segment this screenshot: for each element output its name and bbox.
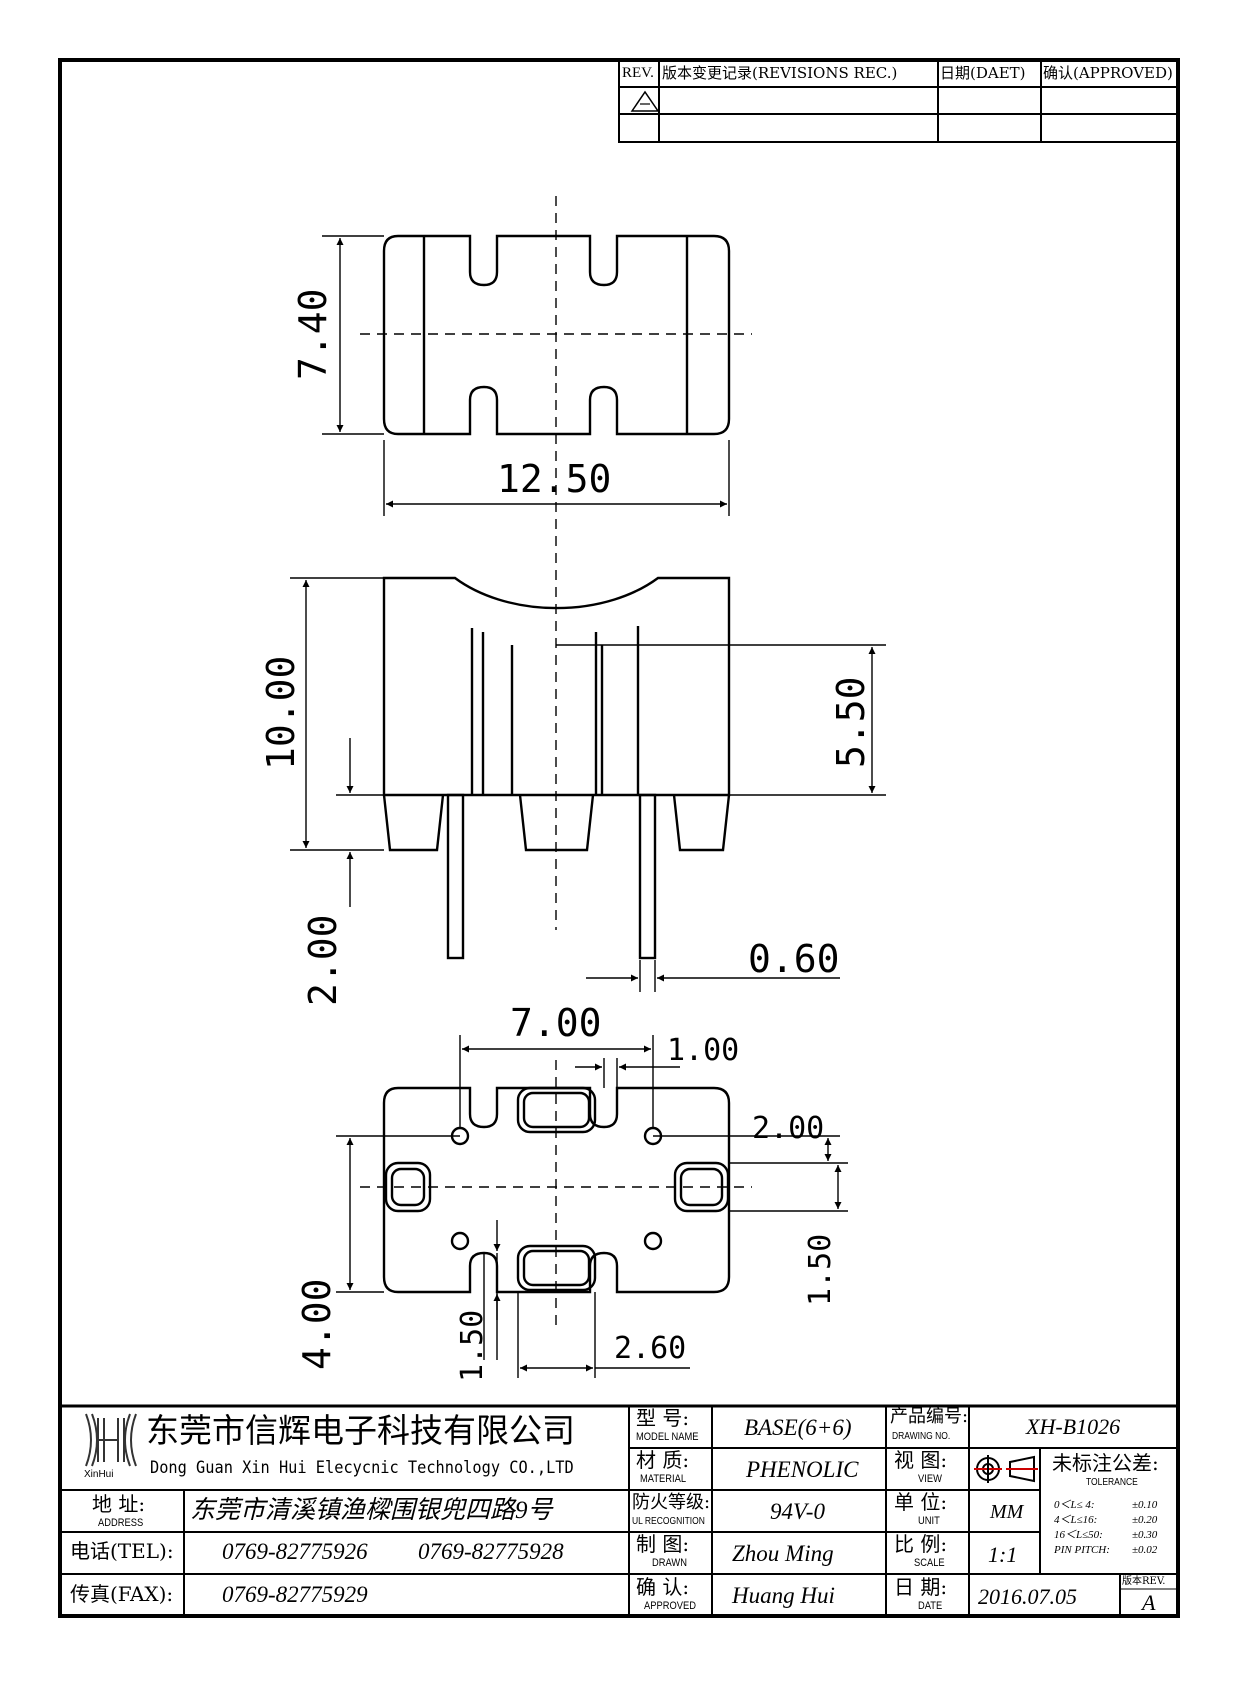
title-block bbox=[58, 1404, 1180, 1618]
material-label-en: MATERIAL bbox=[640, 1473, 687, 1485]
drawing-no-label: 产品编号: bbox=[890, 1406, 969, 1427]
tolerance-range: 0＜L≤ 4: bbox=[1054, 1499, 1095, 1511]
dim-bottom-hole: 1.00 bbox=[667, 1033, 740, 1068]
dim-pin-width: 0.60 bbox=[748, 937, 840, 981]
model-value: BASE(6+6) bbox=[744, 1415, 852, 1440]
view-label: 视 图: bbox=[894, 1448, 948, 1472]
scale-value: 1:1 bbox=[988, 1542, 1018, 1567]
scale-label: 比 例: bbox=[894, 1532, 948, 1556]
dim-side-height: 10.00 bbox=[259, 655, 303, 770]
address-value: 东莞市清溪镇渔樑围银兜四路9号 bbox=[190, 1497, 553, 1524]
address-label: 地 址: bbox=[92, 1492, 146, 1516]
drawing-no-label-en: DRAWING NO. bbox=[892, 1431, 951, 1442]
tolerance-title: 未标注公差: bbox=[1052, 1451, 1159, 1475]
top-view bbox=[382, 234, 731, 436]
tolerance-range: 4＜L≤16: bbox=[1054, 1514, 1098, 1526]
material-label: 材 质: bbox=[636, 1448, 690, 1472]
tolerance-value: ±0.20 bbox=[1132, 1514, 1158, 1526]
dim-bottom-right-pitch: 2.00 bbox=[752, 1111, 825, 1146]
projection-icon bbox=[974, 1455, 1038, 1483]
dim-pin-length: 2.00 bbox=[301, 914, 345, 1006]
dim-bottom-height: 4.00 bbox=[295, 1278, 339, 1370]
tel-value-1: 0769-82775926 bbox=[222, 1539, 368, 1564]
fire-label: 防火等级: bbox=[632, 1492, 711, 1513]
dim-bottom-left-slot: 1.50 bbox=[455, 1309, 490, 1382]
rev-header-records: 版本变更记录(REVISIONS REC.) bbox=[662, 64, 898, 82]
drawn-label: 制 图: bbox=[636, 1532, 690, 1556]
dim-top-width: 12.50 bbox=[497, 457, 612, 501]
rev-label: 版本REV. bbox=[1122, 1576, 1166, 1587]
tel-label: 电话(TEL): bbox=[70, 1539, 174, 1563]
rev-header-approved: 确认(APPROVED) bbox=[1043, 64, 1173, 82]
unit-label: 单 位: bbox=[894, 1490, 948, 1514]
company-name-cn: 东莞市信辉电子科技有限公司 bbox=[146, 1411, 575, 1450]
approved-label: 确 认: bbox=[636, 1575, 690, 1599]
rev-header-date: 日期(DAET) bbox=[940, 64, 1026, 82]
dim-bottom-pitch: 7.00 bbox=[510, 1001, 602, 1045]
side-view bbox=[382, 576, 731, 960]
tolerance-range: PIN PITCH: bbox=[1054, 1544, 1110, 1556]
model-label-en: MODEL NAME bbox=[636, 1431, 699, 1443]
fire-label-en: UL RECOGNITION bbox=[632, 1516, 705, 1527]
scale-label-en: SCALE bbox=[914, 1557, 945, 1569]
dim-top-height: 7.40 bbox=[291, 288, 335, 380]
address-label-en: ADDRESS bbox=[98, 1517, 144, 1529]
date-value: 2016.07.05 bbox=[978, 1584, 1077, 1609]
date-label-en: DATE bbox=[918, 1600, 943, 1612]
rev-value: A bbox=[1142, 1590, 1156, 1615]
approved-value: Huang Hui bbox=[732, 1583, 835, 1608]
tolerance-range: 16＜L≤50: bbox=[1054, 1529, 1103, 1541]
drawn-label-en: DRAWN bbox=[652, 1557, 687, 1569]
drawn-value: Zhou Ming bbox=[732, 1541, 834, 1566]
unit-value: MM bbox=[990, 1501, 1024, 1523]
tolerance-value: ±0.30 bbox=[1132, 1529, 1158, 1541]
tolerance-value: ±0.10 bbox=[1132, 1499, 1158, 1511]
dim-side-slot: 5.50 bbox=[829, 676, 873, 768]
dim-bottom-slot-width: 2.60 bbox=[614, 1331, 687, 1366]
rev-header-rev: REV. bbox=[622, 65, 654, 81]
tolerance-value: ±0.02 bbox=[1132, 1544, 1158, 1556]
company-logo bbox=[85, 1413, 137, 1467]
fax-value: 0769-82775929 bbox=[222, 1582, 368, 1607]
tolerance-title-en: TOLERANCE bbox=[1086, 1477, 1138, 1488]
sheet-border bbox=[58, 58, 1180, 1618]
view-label-en: VIEW bbox=[918, 1473, 942, 1485]
fire-value: 94V-0 bbox=[770, 1499, 825, 1524]
drawing-no-value: XH-B1026 bbox=[1026, 1414, 1121, 1439]
dim-bottom-right-slot: 1.50 bbox=[803, 1233, 838, 1306]
fax-label: 传真(FAX): bbox=[70, 1582, 174, 1606]
approved-label-en: APPROVED bbox=[644, 1600, 696, 1612]
material-value: PHENOLIC bbox=[746, 1457, 859, 1482]
model-label: 型 号: bbox=[636, 1406, 690, 1430]
revision-table bbox=[618, 59, 1179, 143]
unit-label-en: UNIT bbox=[918, 1515, 940, 1527]
logo-text: XinHui bbox=[84, 1469, 114, 1480]
tel-value-2: 0769-82775928 bbox=[418, 1539, 564, 1564]
date-label: 日 期: bbox=[894, 1575, 948, 1599]
company-name-en: Dong Guan Xin Hui Elecycnic Technology C… bbox=[150, 1458, 574, 1478]
